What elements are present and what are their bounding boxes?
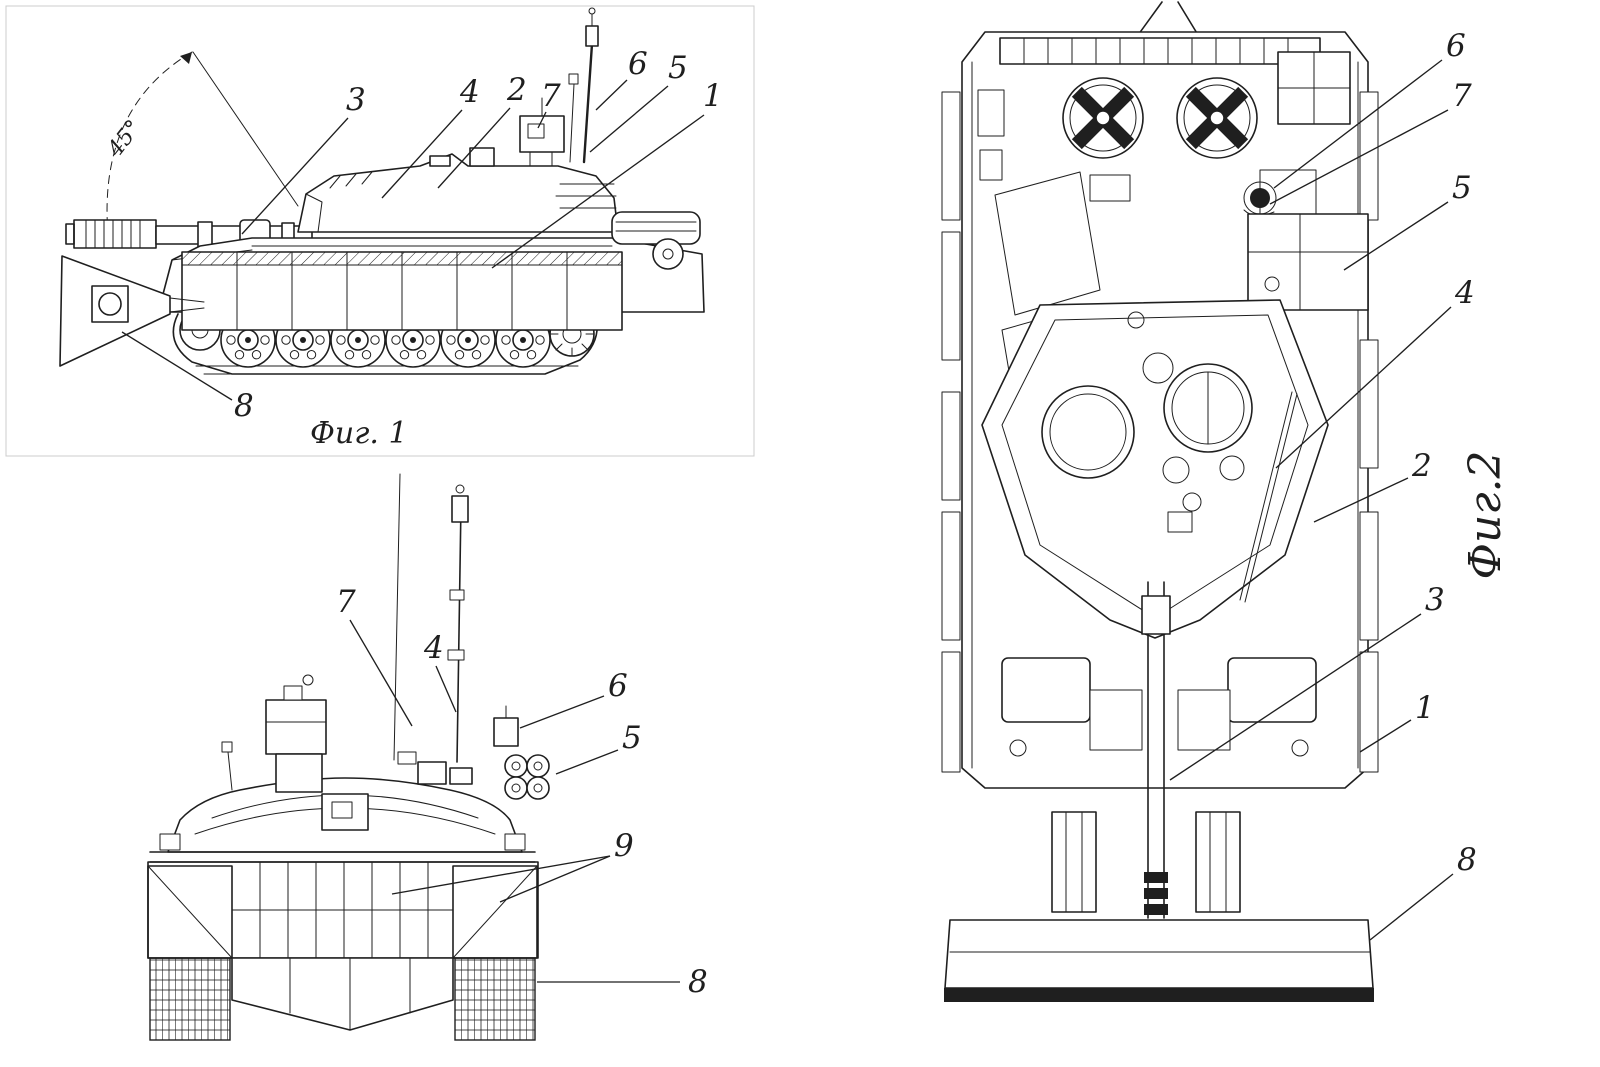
svg-text:6: 6	[1446, 28, 1466, 64]
lower-hinged-plates	[231, 957, 454, 1031]
tracks	[149, 957, 536, 1041]
svg-text:5: 5	[668, 50, 688, 86]
svg-text:1: 1	[1415, 690, 1435, 726]
side-skirt-strips	[941, 91, 1379, 773]
callout-4: 4	[1275, 275, 1475, 469]
callout-1: 1	[491, 78, 723, 269]
elevation-arc-annotation: 45°	[102, 51, 299, 235]
sensor-mast	[447, 484, 469, 763]
callout-7: 7	[537, 78, 561, 129]
mine-plow	[59, 255, 205, 367]
muzzle-brake	[65, 219, 157, 249]
svg-text:8: 8	[1457, 842, 1477, 878]
angle-label: 45°	[102, 116, 146, 163]
svg-text:3: 3	[346, 82, 366, 118]
svg-text:3: 3	[1425, 582, 1445, 618]
callout-3: 3	[1169, 582, 1445, 781]
svg-text:8: 8	[234, 388, 254, 424]
callout-3: 3	[241, 82, 366, 235]
fig1-caption: Фиг. 1	[310, 416, 408, 451]
callout-6: 6	[1273, 28, 1466, 189]
svg-text:7: 7	[336, 584, 356, 620]
svg-text:4: 4	[459, 74, 480, 110]
fig2-top-view: 6 7 5 4 2 3 1 8 Фиг.2	[941, 1, 1511, 1002]
callout-7: 7	[336, 584, 413, 727]
turret-top	[981, 299, 1329, 639]
callout-2: 2	[437, 72, 527, 189]
svg-text:9: 9	[614, 828, 634, 864]
long-antenna	[393, 473, 401, 761]
callout-2: 2	[1313, 448, 1432, 523]
engine-deck	[977, 37, 1351, 181]
callout-5: 5	[589, 50, 688, 153]
cooling-fans	[1062, 77, 1258, 159]
turret-front	[167, 741, 523, 853]
svg-text:4: 4	[1454, 275, 1475, 311]
fig1-side-view: 45°	[5, 5, 755, 457]
callout-4: 4	[423, 630, 457, 713]
hatch-left	[1041, 385, 1135, 479]
svg-text:5: 5	[1452, 170, 1472, 206]
fig1-border	[5, 5, 755, 457]
svg-text:6: 6	[628, 46, 648, 82]
callout-8: 8	[121, 331, 254, 424]
left-sight-stack	[265, 674, 327, 793]
callout-6: 6	[595, 46, 648, 111]
callout-5: 5	[555, 720, 642, 775]
smoke-grenade-launchers	[504, 754, 550, 800]
callout-4: 4	[381, 74, 480, 199]
svg-text:7: 7	[1452, 78, 1472, 114]
svg-text:8: 8	[688, 964, 708, 1000]
svg-text:4: 4	[423, 630, 444, 666]
rear-stowage	[611, 211, 701, 270]
turret	[297, 147, 619, 233]
gun-barrel-top	[1141, 581, 1171, 919]
hull-front	[147, 833, 539, 959]
equipment-box	[1247, 213, 1369, 311]
svg-text:7: 7	[541, 78, 561, 114]
svg-text:1: 1	[703, 78, 723, 114]
jib-rod	[1239, 391, 1298, 603]
side-skirts	[181, 251, 623, 331]
svg-text:6: 6	[608, 668, 628, 704]
callout-6: 6	[519, 668, 628, 729]
svg-text:5: 5	[622, 720, 642, 756]
antenna-mast	[568, 7, 599, 164]
front-view: 7 4 6 5 9 8	[147, 473, 708, 1041]
callout-8: 8	[1369, 842, 1477, 941]
callout-7: 7	[1269, 78, 1472, 205]
callout-8: 8	[537, 964, 708, 1000]
callout-1: 1	[1359, 690, 1435, 753]
commander-sight	[519, 97, 565, 167]
plow-blade-top	[944, 919, 1374, 1002]
rear-deck	[1001, 657, 1317, 757]
fig2-caption: Фиг.2	[1460, 450, 1511, 579]
callout-5: 5	[1343, 170, 1472, 271]
callout-9: 9	[391, 828, 634, 903]
sensor-box	[493, 705, 519, 747]
plow-arms	[1051, 811, 1241, 913]
svg-text:2: 2	[1411, 448, 1432, 484]
svg-text:2: 2	[506, 72, 527, 108]
